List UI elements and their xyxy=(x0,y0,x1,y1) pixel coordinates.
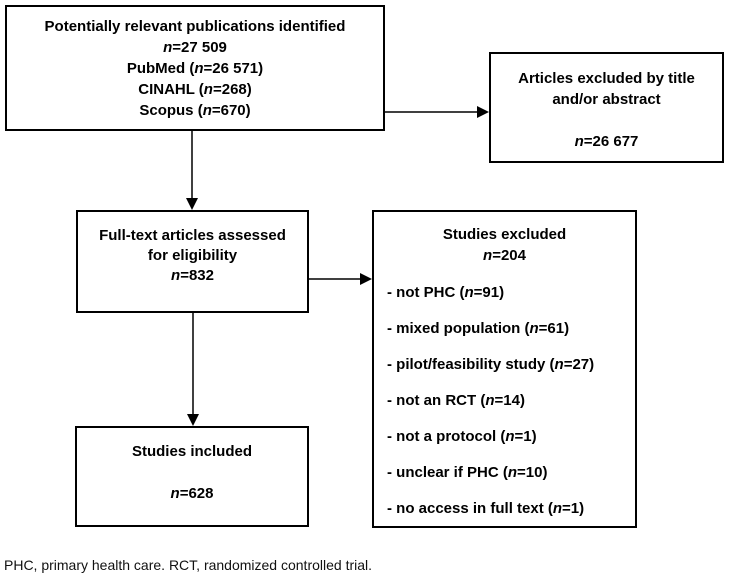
n-symbol: n xyxy=(483,247,493,264)
n-symbol: n xyxy=(529,320,539,337)
box-excluded-title-abstract: Articles excluded by title and/or abstra… xyxy=(489,52,724,163)
arrow-fulltext-to-included xyxy=(187,313,199,426)
exclusion-reason-not-protocol: - not a protocol (n=1) xyxy=(387,428,537,445)
spacer xyxy=(491,110,722,131)
count-total: n=832 xyxy=(171,267,214,284)
n-symbol: n xyxy=(203,81,213,98)
box-title: Studies included xyxy=(131,443,252,460)
box-title-line1: Articles excluded by title xyxy=(518,70,695,87)
abbreviations-footnote: PHC, primary health care. RCT, randomize… xyxy=(4,557,373,573)
n-symbol: n xyxy=(574,133,584,150)
count-total: n=27 509 xyxy=(163,39,227,56)
n-symbol: n xyxy=(170,485,180,502)
n-symbol: n xyxy=(485,392,495,409)
n-symbol: n xyxy=(202,102,212,119)
arrow-identified-to-title-abstract-exclusion xyxy=(384,106,489,118)
arrow-identified-to-fulltext xyxy=(186,131,198,210)
box-studies-included: Studies included n=628 xyxy=(75,426,309,527)
exclusion-reason-unclear-phc: - unclear if PHC (n=10) xyxy=(387,464,548,481)
box-title: Studies excluded xyxy=(442,226,567,243)
arrow-fulltext-to-studies-excluded xyxy=(309,273,372,285)
box-studies-excluded: Studies excluded n=204 - not PHC (n=91) … xyxy=(372,210,637,528)
exclusion-reason-not-phc: - not PHC (n=91) xyxy=(387,284,505,301)
n-symbol: n xyxy=(505,428,515,445)
count-total: n=204 xyxy=(483,247,526,264)
n-symbol: n xyxy=(554,356,564,373)
n-symbol: n xyxy=(171,267,181,284)
exclusion-reason-pilot-feasibility: - pilot/feasibility study (n=27) xyxy=(387,356,595,373)
box-title-line2: and/or abstract xyxy=(552,91,661,108)
count-cinahl: CINAHL (n=268) xyxy=(138,81,252,98)
box-title: Potentially relevant publications identi… xyxy=(44,18,346,35)
box-fulltext-assessed: Full-text articles assessed for eligibil… xyxy=(76,210,309,313)
n-symbol: n xyxy=(507,464,518,481)
count-pubmed: PubMed (n=26 571) xyxy=(126,60,264,77)
spacer xyxy=(77,462,307,483)
box-title-line2: for eligibility xyxy=(147,247,238,264)
exclusion-reason-mixed-population: - mixed population (n=61) xyxy=(387,320,570,337)
count-total: n=628 xyxy=(170,485,214,502)
exclusion-reason-no-access: - no access in full text (n=1) xyxy=(387,500,585,517)
box-title-line1: Full-text articles assessed xyxy=(99,227,286,244)
exclusion-reason-not-rct: - not an RCT (n=14) xyxy=(387,392,525,409)
n-symbol: n xyxy=(464,284,474,301)
n-symbol: n xyxy=(194,60,204,77)
n-symbol: n xyxy=(163,39,173,56)
count-scopus: Scopus (n=670) xyxy=(139,102,251,119)
count-total: n=26 677 xyxy=(574,133,639,150)
exclusion-reason-list: - not PHC (n=91) - mixed population (n=6… xyxy=(374,283,635,519)
n-symbol: n xyxy=(552,500,563,517)
box-publications-identified: Potentially relevant publications identi… xyxy=(5,5,385,131)
